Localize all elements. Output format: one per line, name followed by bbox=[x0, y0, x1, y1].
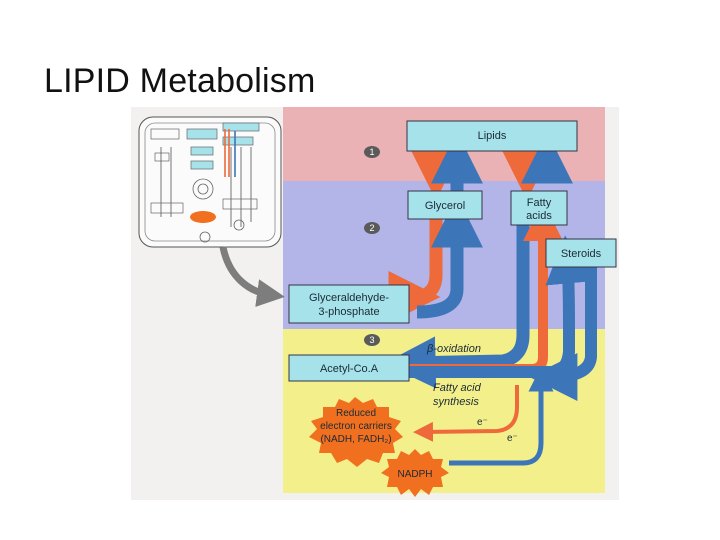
arrow-steroid-synthesis bbox=[529, 267, 597, 401]
lipids-box: Lipids bbox=[406, 120, 578, 152]
slide-title: LIPID Metabolism bbox=[44, 62, 316, 100]
acetyl-coa-box: Acetyl-Co.A bbox=[288, 354, 410, 382]
arrow-electron-to-carriers bbox=[413, 385, 519, 442]
lipid-metabolism-figure: 1 2 3 Lipids Glycerol Fatty acids Steroi… bbox=[131, 107, 619, 500]
cell-thumbnail bbox=[138, 116, 282, 248]
step-marker-1: 1 bbox=[364, 146, 380, 158]
arrow-fatty-acids-to-acetyl-coa bbox=[383, 217, 530, 389]
svg-text:Glyceraldehyde-: Glyceraldehyde- bbox=[309, 292, 389, 304]
diagram-canvas: 1 2 3 Lipids Glycerol Fatty acids Steroi… bbox=[138, 107, 617, 497]
svg-text:Acetyl-Co.A: Acetyl-Co.A bbox=[320, 363, 379, 375]
svg-text:NADPH: NADPH bbox=[397, 469, 432, 480]
nadph-starburst: NADPH bbox=[381, 449, 449, 497]
fatty-acids-box: Fatty acids bbox=[510, 190, 568, 226]
svg-text:3: 3 bbox=[369, 335, 374, 345]
svg-text:Fatty: Fatty bbox=[527, 197, 552, 209]
steroids-box: Steroids bbox=[545, 238, 617, 268]
svg-text:(NADH, FADH₂): (NADH, FADH₂) bbox=[320, 434, 391, 445]
glyceraldehyde-3-phosphate-box: Glyceraldehyde- 3-phosphate bbox=[288, 284, 410, 324]
zoom-arrow bbox=[219, 246, 285, 307]
svg-text:Reduced: Reduced bbox=[336, 408, 376, 419]
reduced-electron-carriers-starburst: Reduced electron carriers (NADH, FADH₂) bbox=[309, 397, 403, 467]
arrow-nadph-to-synthesis bbox=[449, 366, 554, 466]
electron-label-2: e⁻ bbox=[507, 433, 518, 444]
arrow-glycerol-to-g3p bbox=[388, 219, 443, 323]
svg-text:Lipids: Lipids bbox=[478, 130, 507, 142]
svg-text:3-phosphate: 3-phosphate bbox=[318, 306, 379, 318]
svg-text:2: 2 bbox=[369, 223, 374, 233]
step-marker-3: 3 bbox=[364, 334, 380, 346]
arrow-g3p-to-glycerol bbox=[416, 195, 483, 319]
svg-text:Glycerol: Glycerol bbox=[425, 200, 465, 212]
electron-label-1: e⁻ bbox=[477, 417, 488, 428]
glycerol-box: Glycerol bbox=[407, 190, 483, 220]
step-marker-2: 2 bbox=[364, 222, 380, 234]
svg-text:1: 1 bbox=[369, 147, 374, 157]
beta-oxidation-label: β-oxidation bbox=[426, 343, 481, 355]
fatty-acid-synthesis-label-line1: Fatty acid bbox=[433, 382, 482, 394]
fatty-acid-synthesis-label-line2: synthesis bbox=[433, 396, 479, 408]
svg-text:electron carriers: electron carriers bbox=[320, 421, 392, 432]
svg-text:Steroids: Steroids bbox=[561, 248, 602, 260]
svg-text:acids: acids bbox=[526, 210, 552, 222]
